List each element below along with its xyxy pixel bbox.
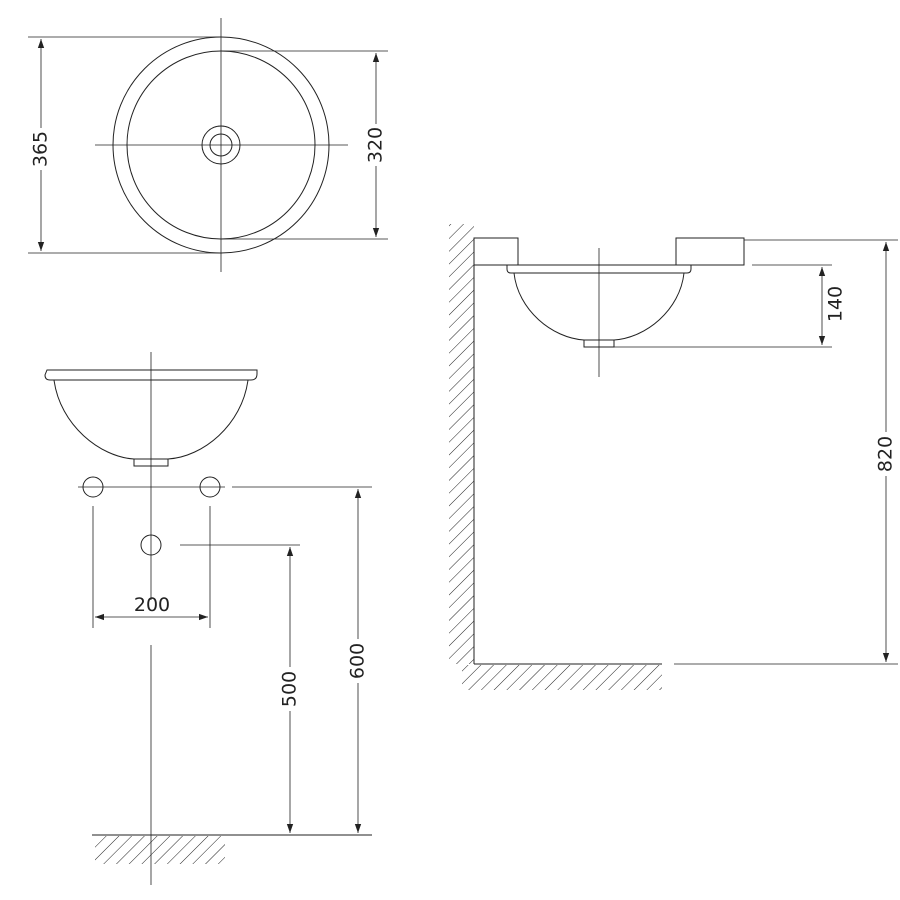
countertop-right-section <box>675 237 745 266</box>
side-floor-hatch <box>462 665 662 690</box>
side-section: 140 820 <box>449 224 898 690</box>
waste-hole <box>140 534 162 556</box>
dim-text-outer-diameter: 365 <box>30 131 52 167</box>
dim-text-inner-diameter: 320 <box>365 127 387 163</box>
dim-text-tap-spacing: 200 <box>134 594 170 616</box>
countertop-left-section <box>473 237 519 266</box>
top-view: 365 320 <box>28 18 388 272</box>
dim-text-waste-height: 500 <box>279 671 301 707</box>
dim-text-counter-height: 820 <box>875 436 897 472</box>
dim-text-basin-depth: 140 <box>825 286 847 322</box>
front-elevation: 200 500 600 <box>44 352 372 885</box>
floor-hatch <box>95 836 225 864</box>
dim-text-tap-height: 600 <box>347 643 369 679</box>
basin-rim <box>44 369 258 381</box>
wall-hatch <box>449 224 474 664</box>
side-basin-rim <box>506 264 692 274</box>
